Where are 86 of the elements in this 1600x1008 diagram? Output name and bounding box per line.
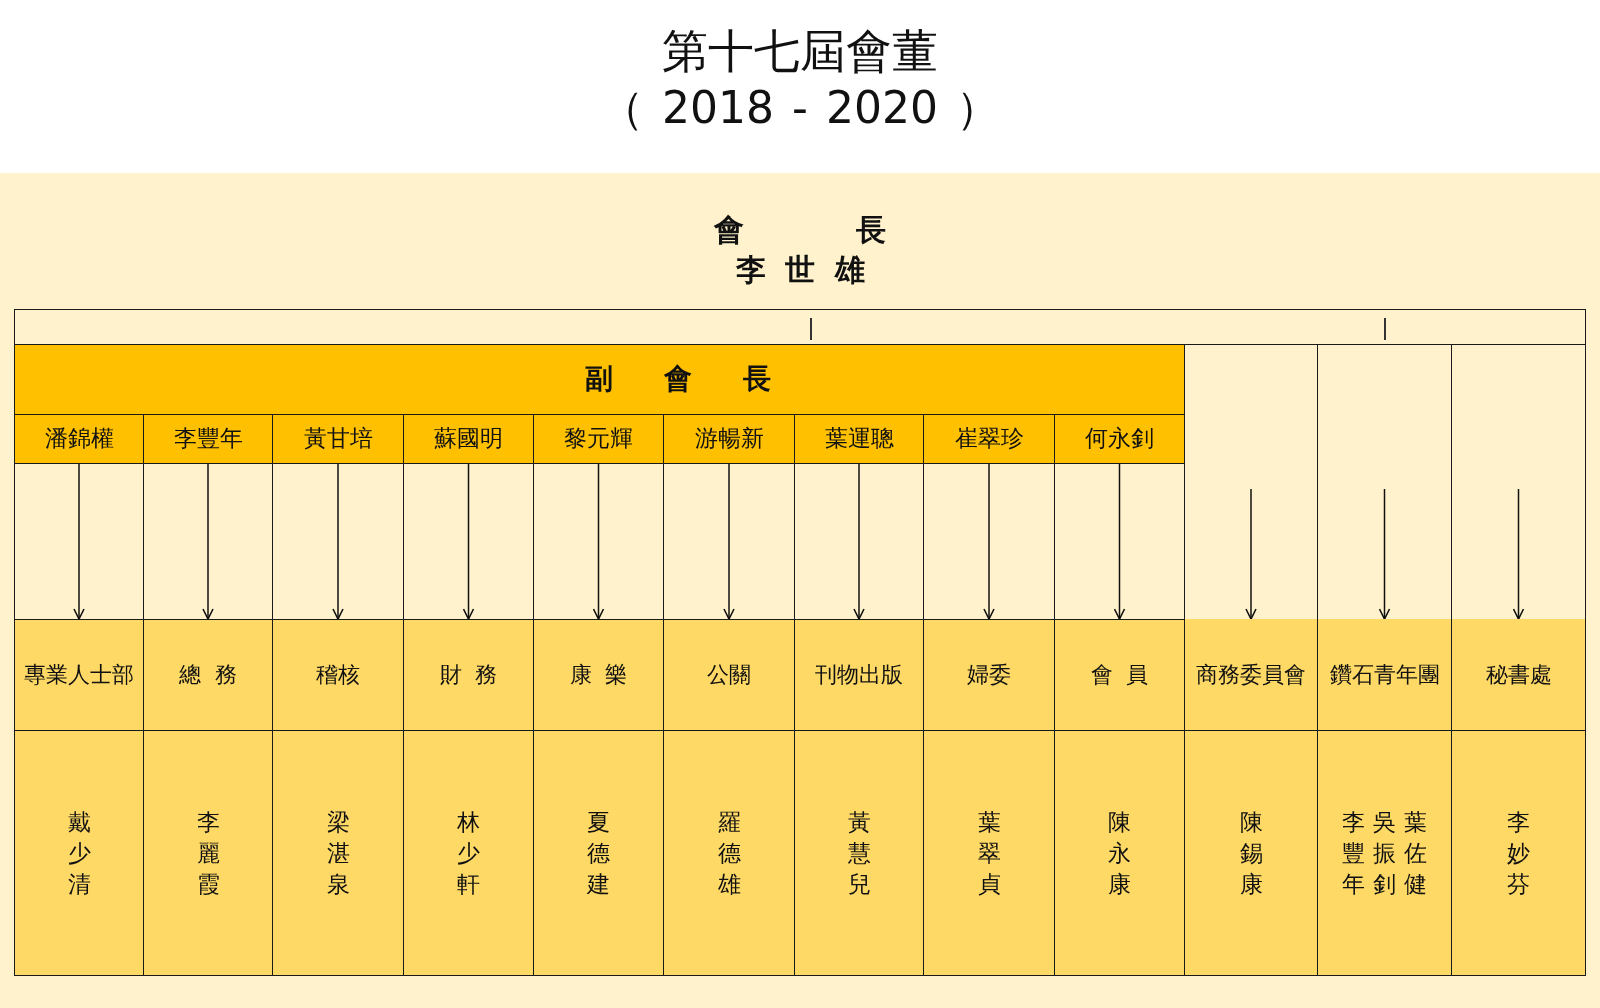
department-name: 稽核 — [316, 662, 360, 688]
department-name: 專業人士部 — [24, 662, 134, 688]
department-cell — [533, 619, 664, 731]
member-cell — [663, 730, 795, 976]
person-name: 葉佐健 — [1403, 808, 1428, 899]
person-name: 黃甘培 — [303, 425, 373, 453]
arrow — [1113, 463, 1126, 620]
arrow — [332, 463, 344, 620]
member-cell — [1054, 730, 1185, 976]
name-cell — [533, 414, 664, 464]
name-cell — [403, 414, 534, 464]
department-cell — [794, 619, 924, 731]
department-cell — [1317, 619, 1452, 731]
person-name: 梁湛泉 — [326, 808, 350, 899]
arrow — [983, 463, 995, 620]
member-cell — [143, 730, 273, 976]
department-name: 刊物出版 — [815, 662, 903, 688]
department-cell — [1054, 619, 1185, 731]
member-cell — [272, 730, 404, 976]
member-cell — [923, 730, 1055, 976]
member-cell — [403, 730, 534, 976]
person-name: 葉運聰 — [824, 425, 894, 453]
department-name: 商務委員會 — [1196, 661, 1306, 688]
person-name: 黎元輝 — [564, 425, 633, 453]
department-name: 財 務 — [439, 662, 498, 688]
arrow — [592, 463, 605, 620]
person-name: 吳振釗 — [1372, 808, 1397, 899]
arrow — [73, 463, 85, 620]
arrow — [462, 463, 475, 620]
department-name: 婦委 — [967, 662, 1011, 688]
person-name: 陳永康 — [1107, 808, 1132, 899]
vice-chairman-band — [14, 344, 1185, 415]
department-cell — [923, 619, 1055, 731]
name-cell — [1054, 414, 1185, 464]
member-cell — [14, 730, 144, 976]
person-name: 李妙芬 — [1506, 808, 1531, 899]
person-name: 崔翠珍 — [954, 425, 1024, 453]
department-cell — [143, 619, 273, 731]
member-cell — [1184, 730, 1318, 976]
department-name: 鑽石青年團 — [1329, 661, 1440, 688]
person-name: 李豐年 — [1341, 808, 1366, 899]
member-cell — [1317, 730, 1452, 976]
arrow — [1512, 488, 1525, 620]
person-name: 游暢新 — [694, 425, 764, 453]
position-title: 副 會 長 — [584, 363, 771, 396]
arrow — [1245, 488, 1257, 620]
member-cell — [794, 730, 924, 976]
name-cell — [794, 414, 924, 464]
person-name: 夏德建 — [586, 808, 611, 899]
name-cell — [272, 414, 404, 464]
person-name: 羅德雄 — [717, 808, 741, 899]
person-name: 蘇國明 — [434, 425, 503, 453]
department-name: 總 務 — [179, 662, 237, 688]
department-cell — [14, 619, 144, 731]
person-name: 李麗霞 — [196, 808, 220, 899]
department-cell — [1451, 619, 1586, 731]
name-cell — [143, 414, 273, 464]
person-name: 林少軒 — [456, 808, 481, 899]
arrow — [853, 463, 865, 620]
date-range: （ 2018 - 2020 ） — [600, 81, 1000, 136]
name-cell — [923, 414, 1055, 464]
department-name: 會 員 — [1090, 662, 1149, 688]
person-name: 戴少清 — [67, 808, 91, 899]
position-title: 會 長 — [714, 212, 886, 247]
arrow — [1378, 488, 1391, 620]
department-cell — [1184, 619, 1318, 731]
chart-title: 第十七屆會董 — [662, 24, 938, 80]
arrow — [723, 463, 735, 620]
person-name: 黃慧兒 — [847, 808, 871, 899]
department-name: 公關 — [707, 662, 751, 688]
department-cell — [663, 619, 795, 731]
person-name: 潘錦權 — [44, 425, 114, 453]
member-cell — [1451, 730, 1586, 976]
name-cell — [663, 414, 795, 464]
department-cell — [272, 619, 404, 731]
department-cell — [403, 619, 534, 731]
member-cell — [533, 730, 664, 976]
person-name: 何永釗 — [1085, 425, 1154, 453]
person-name: 李豐年 — [173, 425, 243, 453]
department-name: 康 樂 — [569, 662, 628, 688]
person-name: 李 世 雄 — [735, 253, 865, 288]
name-cell — [14, 414, 144, 464]
person-name: 葉翠貞 — [977, 808, 1001, 899]
arrow — [202, 463, 214, 620]
department-name: 秘書處 — [1485, 661, 1552, 688]
person-name: 陳錫康 — [1239, 808, 1263, 899]
